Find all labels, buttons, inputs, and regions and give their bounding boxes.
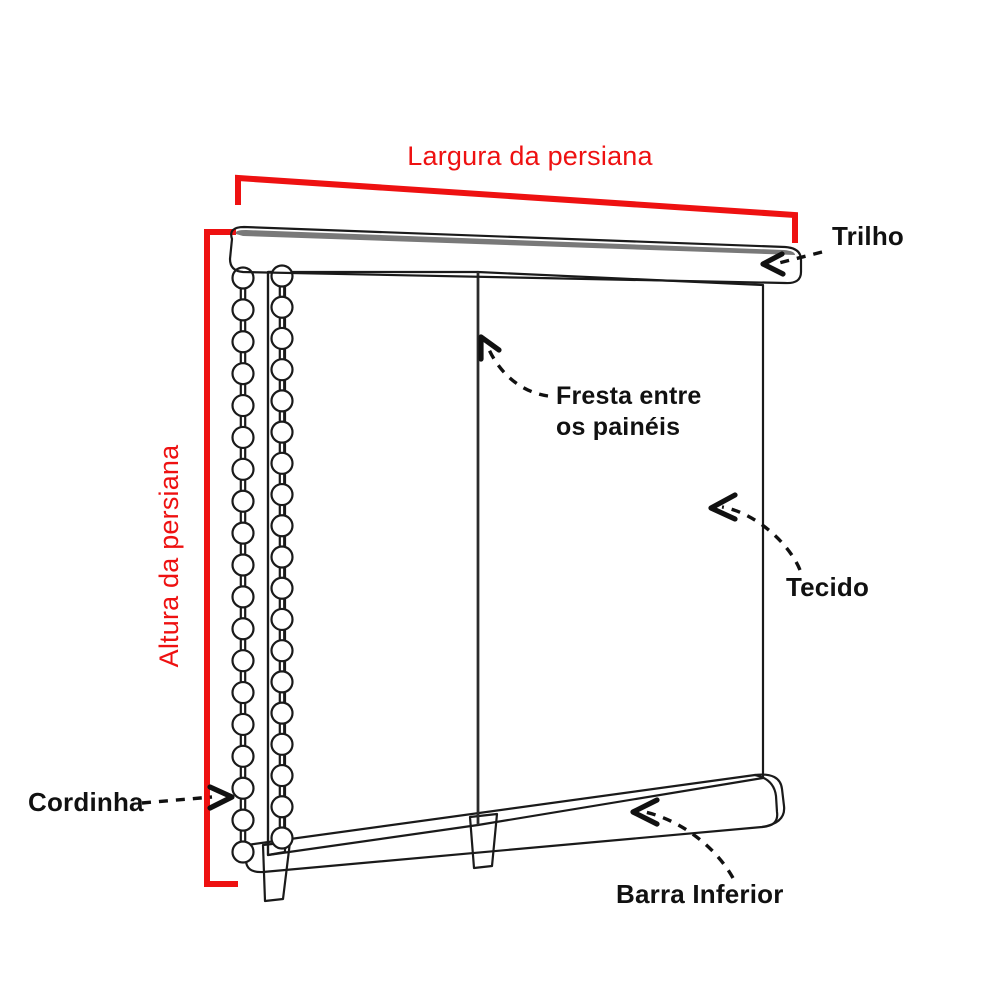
headrail — [228, 225, 803, 285]
callout-leader-fresta — [478, 334, 549, 398]
fabric-right-panel — [476, 270, 765, 827]
bead-chain-inner — [270, 264, 294, 850]
bottom-bar — [244, 773, 786, 874]
dimension-label-width: Largura da persiana — [407, 141, 653, 171]
fabric-panels — [266, 270, 765, 857]
callout-label-fresta-line2: os painéis — [556, 413, 680, 441]
callout-leader-tecido — [708, 492, 802, 571]
dimension-bracket-height — [204, 229, 238, 887]
callout-label-cordinha: Cordinha — [28, 787, 144, 817]
bead-chain-outer — [231, 266, 255, 864]
callout-leader-barra — [630, 797, 735, 879]
dimension-label-height: Altura da persiana — [154, 444, 184, 668]
callout-label-barra-inferior: Barra Inferior — [616, 879, 784, 909]
fabric-left-panel — [266, 270, 480, 857]
callout-label-trilho: Trilho — [832, 221, 904, 251]
callout-leader-cordinha — [141, 784, 235, 811]
callout-label-tecido: Tecido — [786, 572, 869, 602]
callout-label-fresta-line1: Fresta entre — [556, 382, 702, 410]
callout-leader-trilho — [760, 250, 823, 277]
dimension-bracket-width — [235, 174, 798, 243]
